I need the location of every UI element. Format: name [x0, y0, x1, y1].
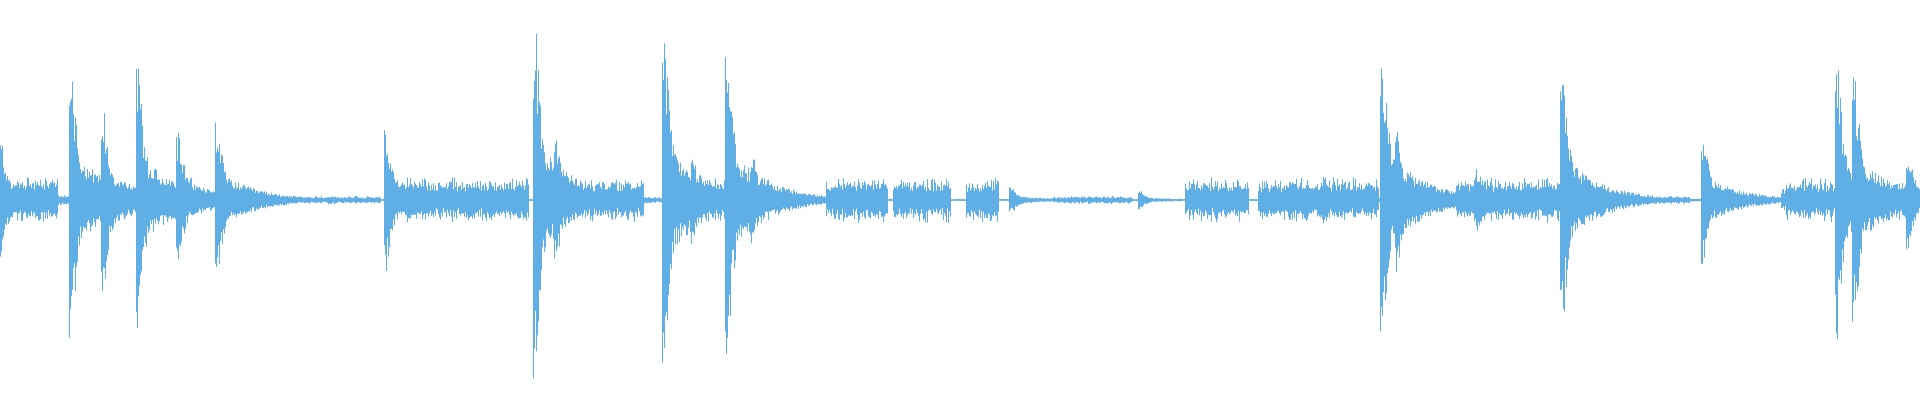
- waveform-samples: [0, 33, 1920, 379]
